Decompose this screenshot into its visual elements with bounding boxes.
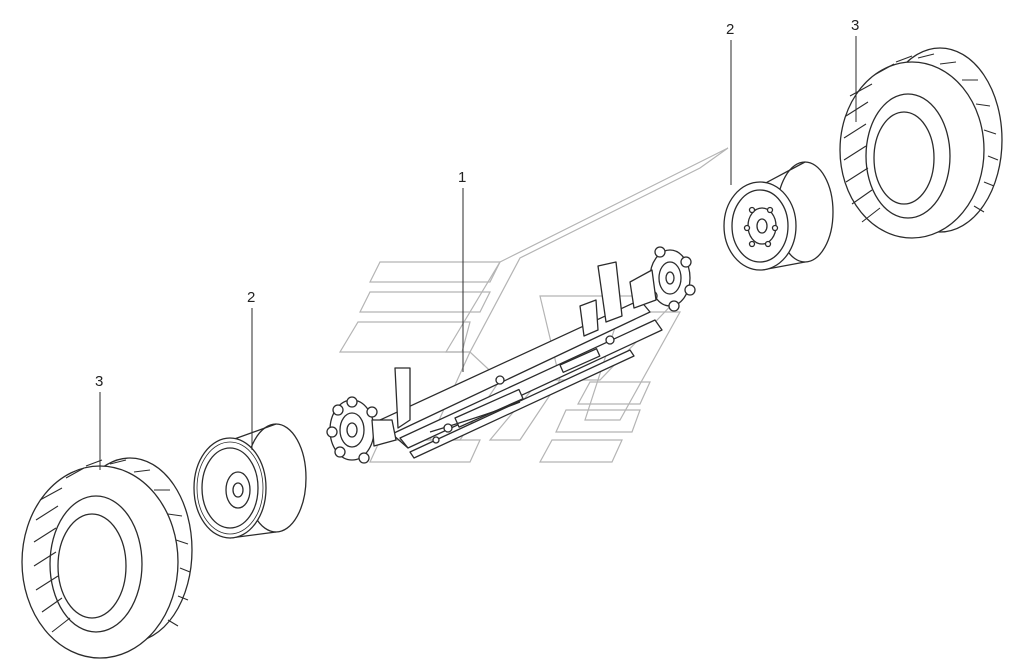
left-wheel-hub bbox=[326, 396, 397, 464]
callout-rim-right: 2 bbox=[726, 21, 735, 38]
callout-rim-left: 2 bbox=[247, 289, 256, 306]
rim-right bbox=[723, 161, 834, 271]
callout-tire-right: 3 bbox=[851, 17, 860, 34]
callout-axle: 1 bbox=[458, 169, 467, 186]
right-wheel-hub bbox=[629, 246, 696, 312]
leader-lines bbox=[99, 36, 857, 470]
tire-right bbox=[839, 47, 1003, 239]
axle-assembly bbox=[326, 246, 696, 464]
callout-tire-left: 3 bbox=[95, 373, 104, 390]
rim-left bbox=[193, 423, 307, 539]
tire-left bbox=[21, 457, 193, 659]
